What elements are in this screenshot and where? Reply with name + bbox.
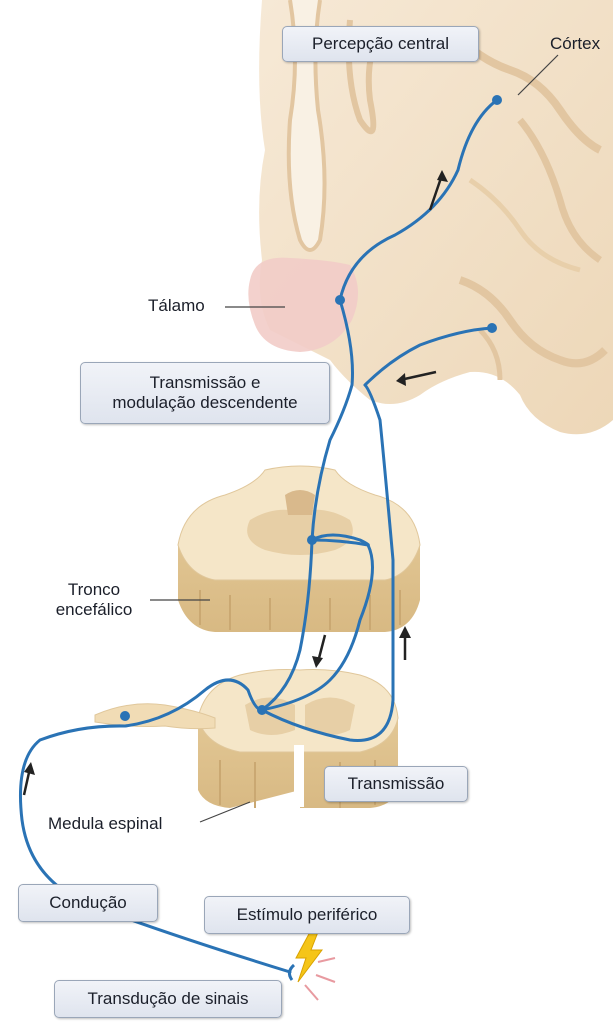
transducao-box: Transdução de sinais (54, 980, 282, 1018)
percepcao-central-box: Percepção central (282, 26, 479, 62)
conducao-box: Condução (18, 884, 158, 922)
lightning-icon (296, 932, 322, 982)
tronco-line1: Tronco (38, 580, 150, 600)
transmissao-box: Transmissão (324, 766, 468, 802)
percepcao-central-label: Percepção central (312, 34, 449, 53)
transmissao-label: Transmissão (348, 774, 445, 793)
transmissao-modulacao-box: Transmissão e modulação descendente (80, 362, 330, 424)
transmissao-modulacao-line1: Transmissão e (81, 373, 329, 393)
estimulo-box: Estímulo periférico (204, 896, 410, 934)
tronco-label: Tronco encefálico (38, 580, 150, 620)
nerve-ending (289, 965, 294, 980)
tronco-line2: encefálico (38, 600, 150, 620)
transmissao-modulacao-line2: modulação descendente (81, 393, 329, 413)
medula-label: Medula espinal (48, 814, 162, 834)
transducao-label: Transdução de sinais (88, 989, 249, 1008)
brainstem-block (178, 466, 420, 632)
cortex-label: Córtex (550, 34, 600, 54)
estimulo-label: Estímulo periférico (237, 905, 378, 924)
conducao-label: Condução (49, 893, 127, 912)
talamo-label: Tálamo (148, 296, 205, 316)
